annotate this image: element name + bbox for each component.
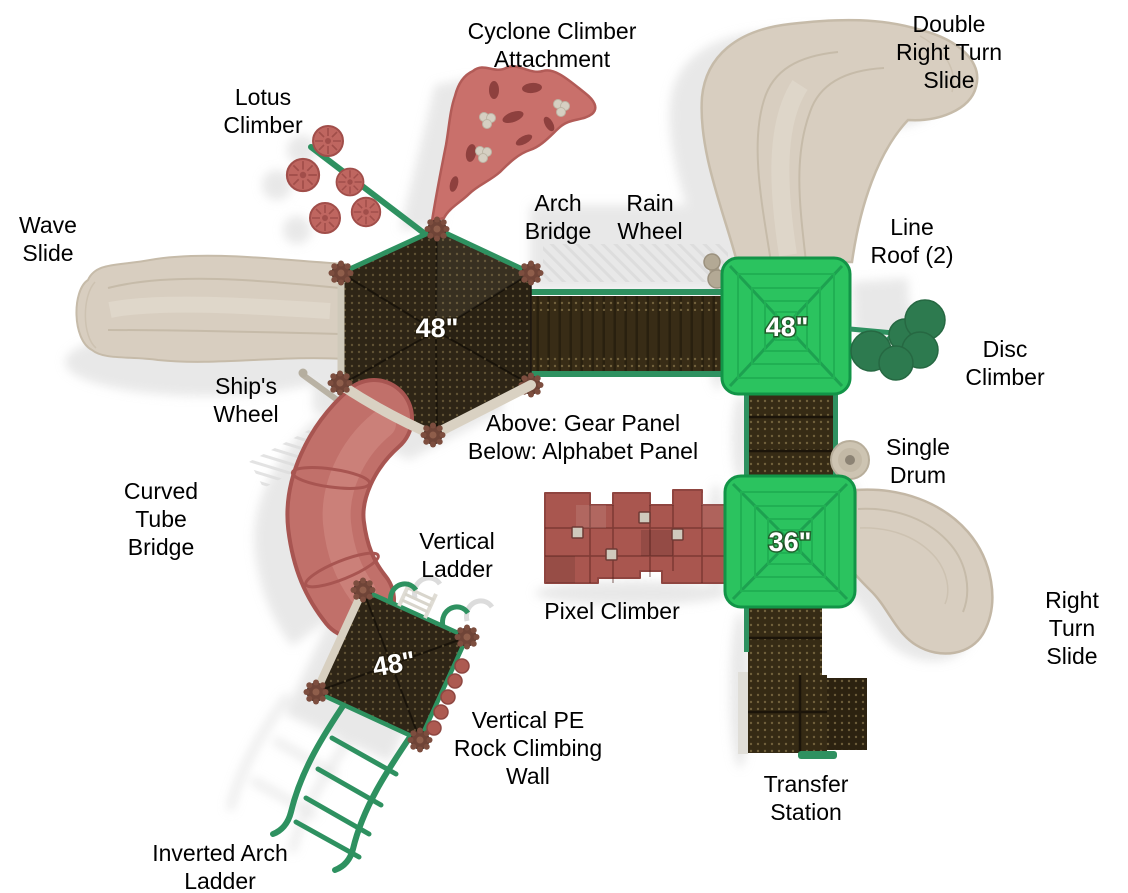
- walkway-north: [744, 390, 838, 480]
- cyclone-climber-label: Cyclone Climber Attachment: [467, 18, 637, 72]
- single-drum: [830, 440, 870, 480]
- rock-climbing-wall-label: Vertical PE Rock Climbing Wall: [453, 707, 603, 789]
- pixel-climber-label: Pixel Climber: [544, 598, 680, 624]
- line-roof-label: Line Roof (2): [870, 214, 954, 268]
- line-roof-north: 48": [720, 256, 852, 396]
- right-turn-slide-label: Right Turn Slide: [1045, 587, 1099, 669]
- double-right-turn-slide-label: Double Right Turn Slide: [895, 11, 1003, 93]
- lower-deck-size-label: 48": [370, 646, 417, 683]
- right-turn-slide: [853, 488, 994, 655]
- lotus-stem: [308, 144, 436, 243]
- lower-deck-trim: [312, 588, 367, 694]
- bridge-railing-shadow: [543, 244, 728, 282]
- pixel-climber-structure: [544, 489, 735, 584]
- vertical-ladder-label: Vertical Ladder: [419, 528, 495, 582]
- disc-climber-structure: [849, 299, 946, 381]
- main-hex-size-label: 48": [416, 313, 459, 343]
- disc-climber-label: Disc Climber: [965, 336, 1045, 390]
- tube-ring: [290, 466, 372, 490]
- bridge-rail-north: [529, 289, 724, 295]
- vertical-ladder-structure: [388, 575, 495, 628]
- transfer-station-label: Transfer Station: [763, 771, 849, 825]
- lotus-climber-label: Lotus Climber: [223, 84, 303, 138]
- bridge-rail-south: [529, 371, 724, 377]
- transfer-step: [798, 751, 837, 759]
- inverted-arch-ladder-label: Inverted Arch Ladder: [152, 840, 288, 893]
- walkway-south-transfer-station: [738, 602, 867, 759]
- cyclone-climber-attachment: [430, 65, 597, 223]
- wave-slide-label: Wave Slide: [19, 212, 77, 266]
- panel-note-label: Above: Gear Panel Below: Alphabet Panel: [467, 410, 699, 464]
- tube-ring: [304, 551, 380, 589]
- ships-wheel: [298, 368, 339, 402]
- curved-tube-bridge: [285, 378, 414, 640]
- ships-wheel-label: Ship's Wheel: [213, 373, 279, 427]
- line-roof-south: 36": [723, 474, 857, 609]
- arch-bridge: [529, 289, 724, 377]
- cyclone-holes: [449, 81, 555, 192]
- cyclone-hand-holds: [475, 99, 570, 163]
- lotus-climber: [285, 125, 436, 243]
- rock-climbing-wall-holds: [426, 658, 470, 736]
- arch-bridge-label: Arch Bridge: [524, 190, 592, 244]
- curved-tube-bridge-label: Curved Tube Bridge: [123, 478, 199, 560]
- single-drum-label: Single Drum: [886, 434, 950, 488]
- inverted-arch-ladder: [270, 697, 413, 873]
- roof-south-size-label: 36": [769, 527, 812, 557]
- hex-deck-front-trim: [327, 370, 536, 448]
- lower-deck: 48": [303, 577, 480, 753]
- rain-wheel-label: Rain Wheel: [617, 190, 683, 244]
- wave-slide: [75, 254, 346, 363]
- pixel-windows: [571, 511, 684, 561]
- roof-north-size-label: 48": [766, 312, 809, 342]
- main-hex-deck: 48": [328, 216, 544, 435]
